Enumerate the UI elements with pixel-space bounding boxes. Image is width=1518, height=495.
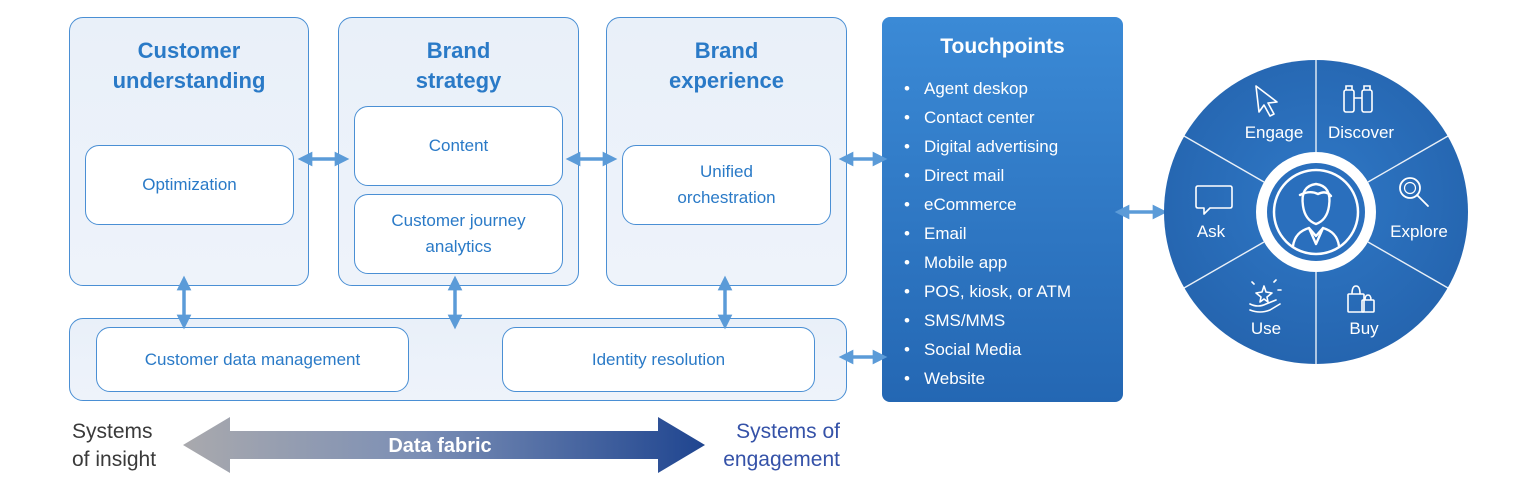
touchpoints-list: Agent deskop Contact center Digital adve… xyxy=(904,74,1071,393)
systems-of-insight-label: Systems of insight xyxy=(72,420,157,471)
brand-strategy-title: Brand strategy xyxy=(415,38,502,93)
systems-of-engagement-label: Systems of engagement xyxy=(723,420,840,471)
wheel-label-discover: Discover xyxy=(1327,123,1395,142)
wheel-divider xyxy=(1183,135,1265,183)
touchpoint-item: Website xyxy=(904,364,1071,393)
shopping-bags-icon xyxy=(1347,285,1375,313)
touchpoint-item: Digital advertising xyxy=(904,132,1071,161)
wheel-divider xyxy=(1367,135,1449,183)
touchpoint-item: Direct mail xyxy=(904,161,1071,190)
wheel-label-use: Use xyxy=(1250,319,1282,338)
customer-understanding-title: Customer understanding xyxy=(112,38,266,93)
content-box: Content xyxy=(354,106,563,186)
wheel-label-ask: Ask xyxy=(1196,222,1226,241)
touchpoint-item: Email xyxy=(904,219,1071,248)
wheel-center xyxy=(1267,163,1365,261)
identity-resolution-box: Identity resolution xyxy=(502,327,815,392)
optimization-box: Optimization xyxy=(85,145,294,225)
wheel-divider xyxy=(1367,241,1449,289)
brand-experience-title: Brand experience xyxy=(669,38,784,93)
customer-avatar-icon xyxy=(1291,182,1341,248)
customer-data-management-box: Customer data management xyxy=(96,327,409,392)
touchpoint-item: POS, kiosk, or ATM xyxy=(904,277,1071,306)
touchpoint-item: SMS/MMS xyxy=(904,306,1071,335)
data-fabric-label: Data fabric xyxy=(388,435,491,457)
wheel-divider xyxy=(1183,241,1265,289)
touchpoints-title: Touchpoints xyxy=(940,35,1065,58)
wheel-label-explore: Explore xyxy=(1390,222,1448,241)
speech-bubble-icon xyxy=(1195,185,1233,215)
wheel-label-engage: Engage xyxy=(1244,123,1304,142)
customer-journey-wheel xyxy=(1164,60,1468,364)
data-fabric-arrow xyxy=(183,417,705,473)
cursor-icon xyxy=(1255,85,1278,117)
unified-orchestration-box: Unified orchestration xyxy=(622,145,831,225)
customer-journey-analytics-box: Customer journey analytics xyxy=(354,194,563,274)
touchpoint-item: Social Media xyxy=(904,335,1071,364)
touchpoint-item: Contact center xyxy=(904,103,1071,132)
hand-sparkle-icon xyxy=(1249,279,1282,313)
touchpoint-item: eCommerce xyxy=(904,190,1071,219)
touchpoint-item: Agent deskop xyxy=(904,74,1071,103)
touchpoint-item: Mobile app xyxy=(904,248,1071,277)
binoculars-icon xyxy=(1343,85,1373,113)
wheel-label-buy: Buy xyxy=(1349,319,1379,338)
magnifier-icon xyxy=(1399,177,1429,207)
touchpoints-panel: Touchpoints Agent deskop Contact center … xyxy=(882,17,1123,402)
